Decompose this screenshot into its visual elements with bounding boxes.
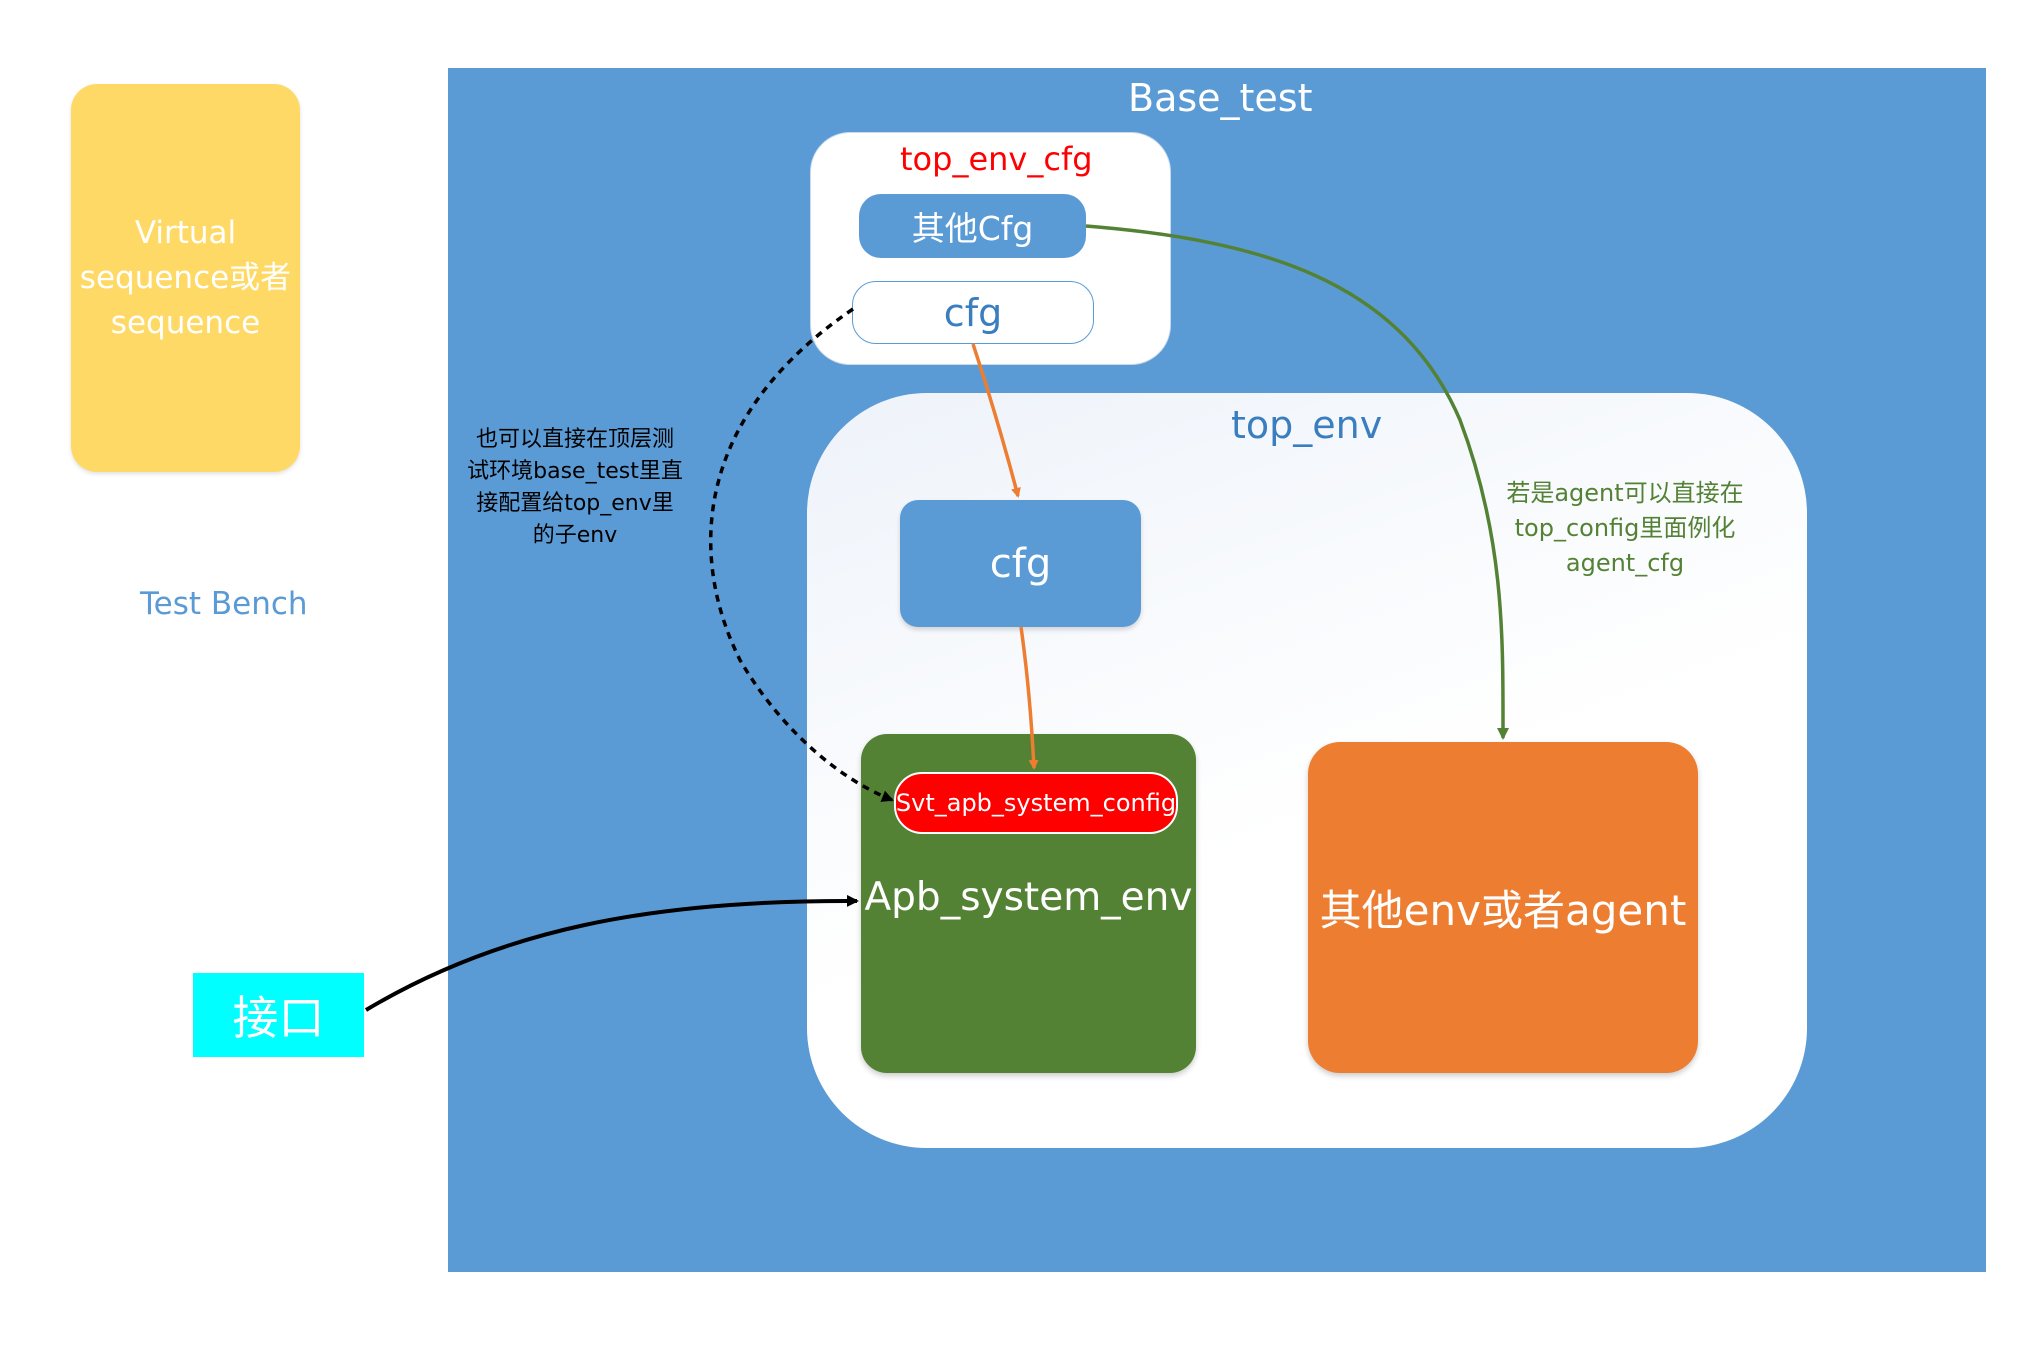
virtual-sequence-line-3: sequence	[110, 304, 261, 341]
arrow-direct-config-dashed	[708, 307, 894, 802]
virtual-sequence-line-1: Virtual	[134, 214, 237, 251]
direct-config-note-line-1: 也可以直接在顶层测	[475, 427, 674, 452]
interface-box: 接口	[193, 973, 364, 1057]
top-cfg-node: cfg	[852, 281, 1094, 344]
svt-apb-system-config-node: Svt_apb_system_config	[894, 772, 1178, 834]
virtual-sequence-box: Virtual sequence或者 sequence	[71, 84, 300, 472]
top-env-title: top_env	[1231, 403, 1383, 447]
direct-config-note-line-3: 接配置给top_env里	[476, 491, 674, 516]
arrow-cfg-to-env-cfg	[971, 343, 1021, 498]
base-test-title: Base_test	[1128, 76, 1313, 120]
top-env-cfg-title: top_env_cfg	[900, 140, 1093, 178]
arrow-interface-to-apb-env	[364, 894, 859, 1012]
virtual-sequence-line-2: sequence或者	[79, 259, 292, 296]
agent-cfg-note-line-1: 若是agent可以直接在	[1506, 479, 1744, 507]
test-bench-label: Test Bench	[140, 586, 308, 622]
agent-cfg-note: 若是agent可以直接在 top_config里面例化 agent_cfg	[1470, 476, 1780, 581]
other-env-or-agent-box: 其他env或者agent	[1308, 742, 1698, 1073]
other-cfg-node: 其他Cfg	[859, 194, 1086, 258]
agent-cfg-note-line-3: agent_cfg	[1565, 549, 1685, 577]
arrow-env-cfg-to-svt-config	[1019, 626, 1039, 770]
arrow-other-cfg-to-other-env	[1085, 224, 1510, 740]
direct-config-note-line-2: 试环境base_test里直	[467, 459, 683, 484]
direct-config-note-line-4: 的子env	[532, 523, 618, 548]
top-env-cfg-node: cfg	[900, 500, 1141, 627]
direct-config-note: 也可以直接在顶层测 试环境base_test里直 接配置给top_env里 的子…	[455, 424, 695, 552]
agent-cfg-note-line-2: top_config里面例化	[1514, 514, 1736, 542]
apb-system-env-title: Apb_system_env	[864, 875, 1193, 920]
